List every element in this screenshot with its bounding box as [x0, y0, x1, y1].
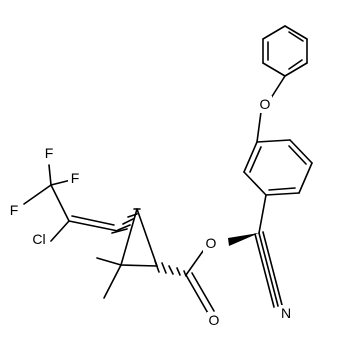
atom-nitrile-nitrogen: N — [281, 305, 291, 321]
benzene-ring — [243, 139, 313, 196]
atom-chlorine: Cl — [32, 231, 45, 247]
bond-c-cf3 — [50, 184, 70, 222]
hashed-bond-cyclopropane-vinyl — [111, 208, 141, 234]
atom-carbonyl-oxygen: O — [209, 312, 220, 328]
bond-cf3-f-right — [50, 179, 72, 186]
bond-vinyl-double-1 — [68, 220, 119, 232]
bond-phenoxy-o — [270, 75, 286, 99]
bond-o-ring — [256, 111, 262, 143]
bond-methyl-2 — [103, 264, 122, 299]
bond-carbonyl-double-1 — [185, 274, 210, 316]
atom-ester-oxygen: O — [206, 235, 217, 251]
bond-c-cl — [50, 220, 70, 242]
atom-fluorine-top: F — [45, 145, 54, 161]
bond-ring-chiral-c — [258, 194, 267, 234]
cyclopropane-ring — [120, 208, 158, 267]
bond-methyl-1 — [96, 257, 122, 266]
bond-vinyl-double-2 — [71, 215, 115, 226]
atom-ether-oxygen: O — [260, 96, 271, 112]
wedge-bond-chiral-o — [228, 233, 259, 246]
bond-cf3-f-left — [23, 184, 52, 205]
phenoxy-ring — [262, 25, 308, 77]
bond-cf3-f-top — [48, 164, 52, 186]
bond-o-carbonyl-c — [185, 250, 204, 276]
nitrile-triple-bond — [254, 231, 283, 308]
hashed-bond-carbonyl-cyclopropane — [154, 260, 187, 277]
atom-fluorine-right: F — [71, 170, 80, 186]
bond-carbonyl-double-2 — [191, 272, 215, 312]
atom-fluorine-left: F — [10, 202, 19, 218]
